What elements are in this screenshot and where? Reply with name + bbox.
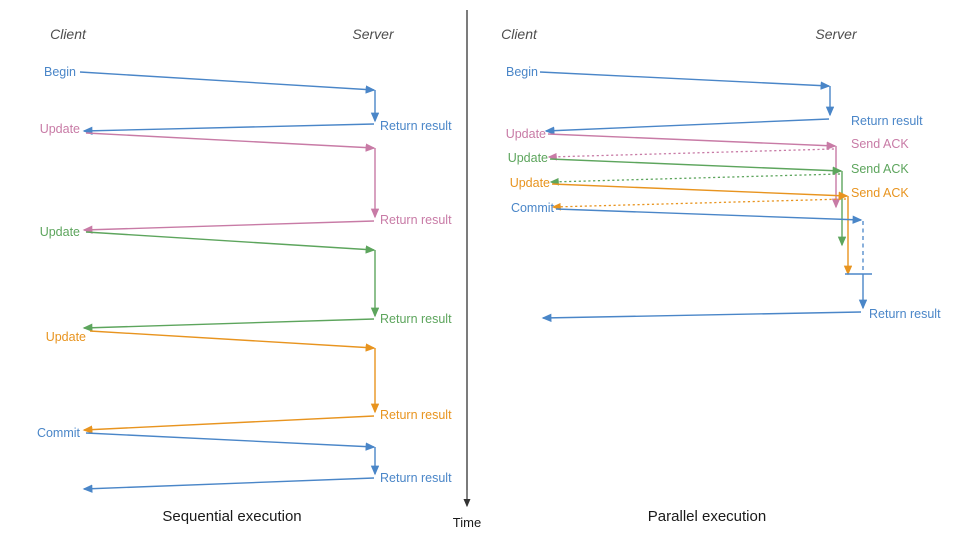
right-panel-caption: Parallel execution	[648, 508, 766, 525]
left-update2-response-arrow	[82, 318, 375, 332]
left-update2-request-arrow	[85, 231, 376, 254]
right-label-begin: Begin	[506, 65, 538, 79]
right-commit-request-arrow	[555, 208, 863, 224]
left-panel-caption: Sequential execution	[162, 508, 301, 525]
right-label-return-result-2: Return result	[869, 307, 941, 321]
right-update3-request-arrow	[551, 183, 849, 200]
right-label-return-result-1: Return result	[851, 114, 923, 128]
right-update2-ack-arrow	[549, 173, 841, 186]
right-flow-commit	[541, 208, 872, 323]
left-label-commit: Commit	[37, 426, 81, 440]
left-flow-update-2	[82, 231, 380, 332]
left-flow-update-3	[82, 330, 380, 434]
right-label-send-ack-2: Send ACK	[851, 162, 909, 176]
left-label-return-result-5: Return result	[380, 471, 452, 485]
right-panel: Client Server Begin Return result Update…	[501, 26, 941, 525]
left-label-update-1: Update	[40, 122, 80, 136]
right-flow-begin	[539, 71, 835, 135]
right-label-send-ack-3: Send ACK	[851, 186, 909, 200]
left-update3-response-arrow	[82, 415, 375, 434]
right-server-actor-label: Server	[815, 26, 858, 42]
right-label-update-2: Update	[508, 151, 548, 165]
right-label-update-1: Update	[506, 127, 546, 141]
right-client-actor-label: Client	[501, 26, 538, 42]
left-label-return-result-3: Return result	[380, 312, 452, 326]
left-client-actor-label: Client	[50, 26, 87, 42]
left-commit-response-arrow	[82, 477, 375, 493]
right-update1-request-arrow	[547, 133, 837, 150]
left-label-update-3: Update	[46, 330, 86, 344]
left-label-return-result-2: Return result	[380, 213, 452, 227]
left-begin-response-arrow	[82, 123, 375, 135]
left-server-actor-label: Server	[352, 26, 395, 42]
right-flow-update-3	[551, 183, 853, 276]
left-flow-update-1	[82, 132, 380, 234]
right-flow-update-1	[547, 133, 841, 209]
left-flow-commit	[82, 432, 380, 493]
time-axis-label: Time	[453, 515, 481, 530]
left-label-return-result-4: Return result	[380, 408, 452, 422]
right-flow-update-2	[549, 158, 847, 247]
left-commit-request-arrow	[85, 432, 376, 451]
right-label-update-3: Update	[510, 176, 550, 190]
left-panel: Client Server Begin Return result Update…	[37, 26, 452, 525]
left-begin-request-arrow	[79, 71, 376, 94]
right-label-send-ack-1: Send ACK	[851, 137, 909, 151]
left-flow-begin	[79, 71, 380, 135]
right-update2-request-arrow	[549, 158, 843, 175]
left-label-return-result-1: Return result	[380, 119, 452, 133]
right-begin-request-arrow	[539, 71, 831, 90]
right-label-commit: Commit	[511, 201, 555, 215]
left-label-begin: Begin	[44, 65, 76, 79]
right-commit-response-arrow	[541, 311, 862, 323]
left-update1-request-arrow	[85, 132, 376, 152]
right-update1-ack-arrow	[547, 148, 835, 161]
left-update3-request-arrow	[89, 330, 376, 352]
right-begin-response-arrow	[544, 118, 830, 135]
left-update1-response-arrow	[82, 220, 375, 234]
left-label-update-2: Update	[40, 225, 80, 239]
right-update3-ack-arrow	[551, 198, 847, 211]
